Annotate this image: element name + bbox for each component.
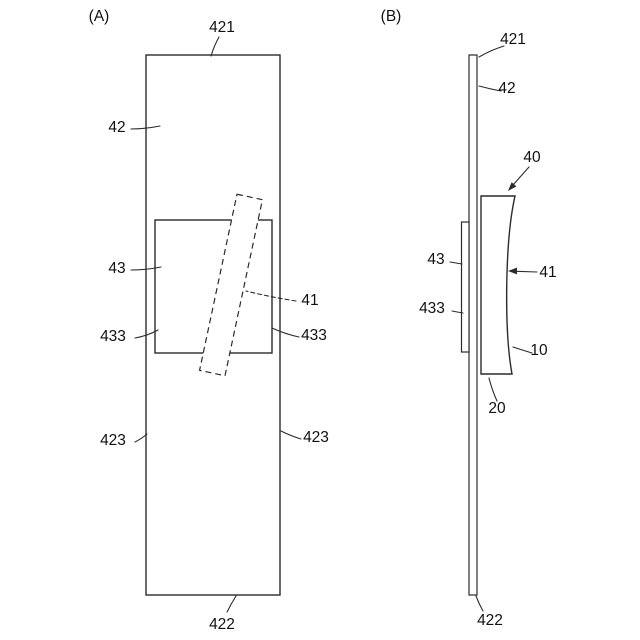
leader-422-b — [475, 595, 484, 612]
ref-423-right-a: 423 — [303, 429, 329, 446]
leader-421-b — [478, 45, 505, 58]
frame-outline-side — [460, 221, 470, 353]
ref-42-a: 42 — [108, 119, 125, 136]
element-41-dashed-outline — [198, 193, 264, 377]
ref-40-b: 40 — [523, 149, 541, 166]
ref-41-a: 41 — [301, 292, 318, 309]
ref-433-left-a: 433 — [100, 328, 126, 345]
arrow-40-line — [512, 166, 530, 186]
leader-20-b — [488, 377, 498, 402]
view-a-label: (A) — [89, 8, 110, 25]
leader-421-a — [210, 36, 220, 57]
leader-42-a — [130, 125, 161, 130]
leader-10-b — [512, 346, 533, 354]
leader-423-right-a — [280, 430, 302, 440]
ref-423-left-a: 423 — [100, 432, 126, 449]
ref-422-b: 422 — [477, 612, 503, 629]
ref-20-b: 20 — [488, 400, 506, 417]
leader-433-left-a — [134, 329, 159, 339]
leader-43-b — [449, 261, 463, 265]
ref-41-b: 41 — [539, 264, 556, 281]
leader-41-a — [245, 290, 297, 302]
ref-10-b: 10 — [530, 342, 548, 359]
ref-42-b: 42 — [498, 80, 515, 97]
ref-421-a: 421 — [209, 19, 235, 36]
view-b: (B) 421 42 40 43 433 41 10 20 422 — [381, 8, 557, 629]
ref-433-right-a: 433 — [301, 327, 327, 344]
lens-body-side — [480, 195, 516, 375]
leader-422-a — [226, 595, 237, 613]
arrow-41-line — [515, 270, 538, 273]
ref-422-a: 422 — [209, 616, 235, 633]
view-b-label: (B) — [381, 8, 402, 25]
leader-423-left-a — [134, 433, 148, 443]
leader-43-a — [130, 266, 162, 271]
plate-outline-side — [468, 54, 478, 596]
leader-433-right-a — [271, 327, 300, 338]
leader-42-b — [478, 85, 502, 92]
view-a: (A) 421 42 43 433 433 41 423 423 422 — [89, 8, 329, 633]
leader-433-b — [451, 310, 464, 314]
arrow-40-head — [508, 182, 517, 191]
ref-433-b: 433 — [419, 300, 445, 317]
ref-421-b: 421 — [500, 31, 526, 48]
tilted-element-group — [198, 193, 264, 377]
ref-43-b: 43 — [427, 251, 444, 268]
arrow-41-head — [508, 267, 517, 275]
ref-43-a: 43 — [108, 260, 125, 277]
